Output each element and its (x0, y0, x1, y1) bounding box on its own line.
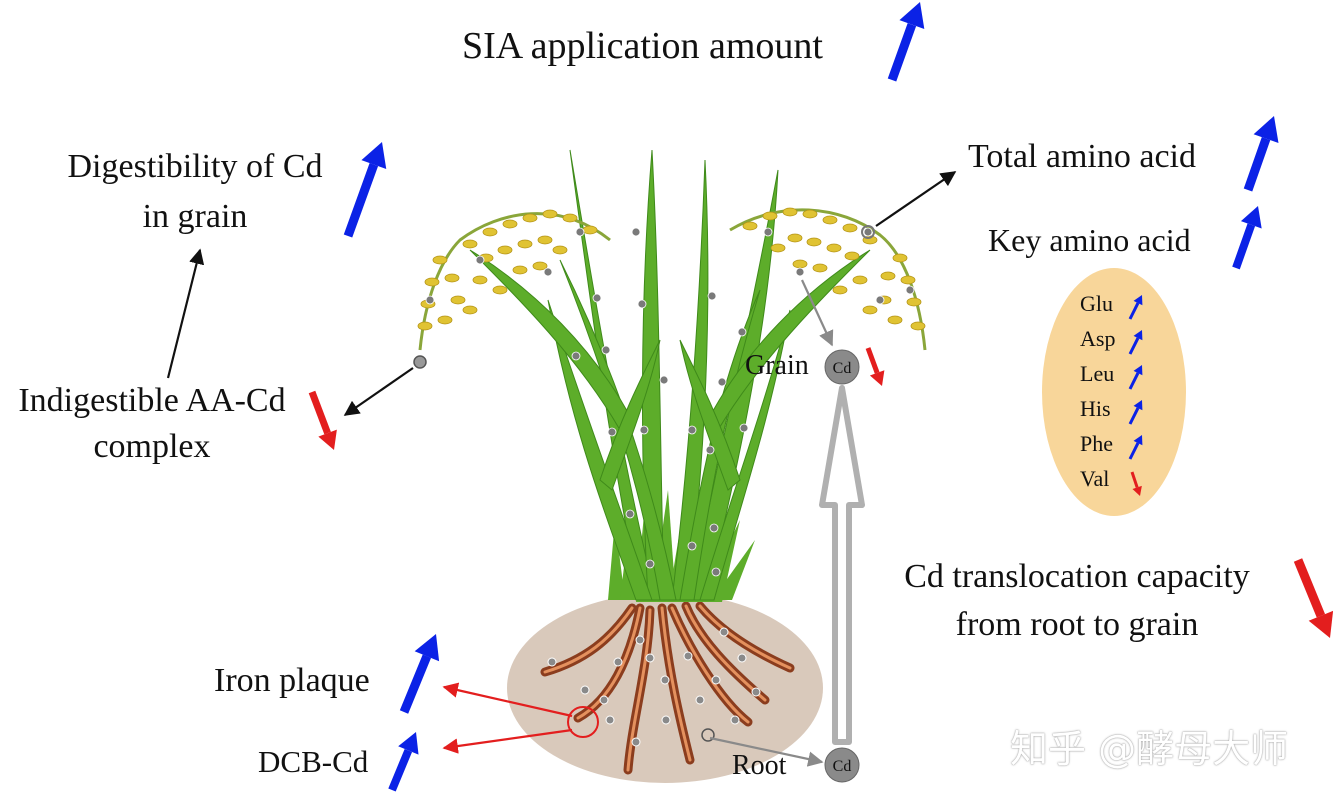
cd-node-grain: Cd (824, 349, 860, 385)
panicle-left (417, 209, 611, 351)
key-amino-acid-label: Key amino acid (988, 222, 1191, 258)
grain-label: Grain (745, 350, 809, 381)
trend-val-icon (1130, 471, 1142, 496)
sia-label: SIA application amount (462, 25, 823, 67)
dcb-cd-label: DCB-Cd (258, 744, 369, 779)
translocation-label-line2: from root to grain (955, 606, 1199, 643)
arrow-to-iron-plaque (442, 682, 573, 718)
indigestible-label-line2: complex (93, 428, 211, 465)
cd-node-root: Cd (824, 747, 860, 783)
panicle-grain-marker-left (413, 355, 427, 369)
leaf-cd-dots (425, 227, 915, 577)
trend-total-aa-icon (1243, 116, 1279, 192)
watermark: 知乎 @酵母大师 (1010, 727, 1289, 771)
arrow-panicle-to-grain (801, 279, 834, 347)
amino-acid-phe: Phe (1080, 431, 1113, 456)
trend-digestibility-icon (343, 142, 387, 238)
iron-plaque-label: Iron plaque (214, 662, 370, 699)
amino-acid-glu: Glu (1080, 291, 1113, 316)
root-cd-dots (547, 627, 761, 747)
amino-acid-his: His (1080, 396, 1111, 421)
trend-sia-icon (887, 2, 925, 82)
root-cd-marker (701, 728, 715, 742)
translocation-hollow-arrow (819, 385, 865, 745)
indigestible-label-line1: Indigestible AA-Cd (18, 382, 286, 419)
amino-acid-asp: Asp (1080, 326, 1116, 351)
arrow-root-to-root-node (709, 736, 824, 767)
amino-acid-leu: Leu (1080, 361, 1115, 386)
trend-grain-cd-icon (865, 347, 885, 386)
arrow-panicle-to-total-aa (875, 171, 957, 227)
digestibility-label-line1: Digestibility of Cd (67, 148, 323, 185)
amino-acid-val: Val (1080, 466, 1110, 491)
trend-iron-plaque-icon (399, 634, 440, 714)
plant-leaves (469, 149, 871, 601)
trend-glu-icon (1128, 295, 1143, 320)
trend-indigestible-icon (308, 390, 337, 450)
trend-phe-icon (1128, 435, 1143, 460)
root-system (540, 601, 795, 775)
trend-dcb-cd-icon (388, 732, 419, 792)
arrow-indigestible-to-digestibility (166, 248, 205, 379)
trend-translocation-icon (1293, 558, 1333, 638)
root-label: Root (732, 750, 787, 781)
svg-text:Cd: Cd (833, 360, 852, 377)
panicle-right (729, 207, 927, 351)
translocation-label-line1: Cd translocation capacity (904, 558, 1250, 595)
iron-plaque-marker (567, 706, 599, 738)
trend-asp-icon (1128, 330, 1143, 355)
trend-arrows (308, 2, 1333, 792)
arrow-grain-to-indigestible (343, 367, 414, 416)
trend-his-icon (1128, 400, 1143, 425)
digestibility-label-line2: in grain (142, 198, 248, 235)
trend-key-aa-icon (1232, 206, 1262, 270)
panicle-grain-marker-right (861, 225, 875, 239)
trend-leu-icon (1128, 365, 1143, 390)
amino-acid-panel (1042, 268, 1186, 516)
arrow-to-dcb-cd (442, 728, 573, 754)
total-amino-acid-label: Total amino acid (968, 138, 1196, 175)
svg-text:Cd: Cd (833, 758, 852, 775)
